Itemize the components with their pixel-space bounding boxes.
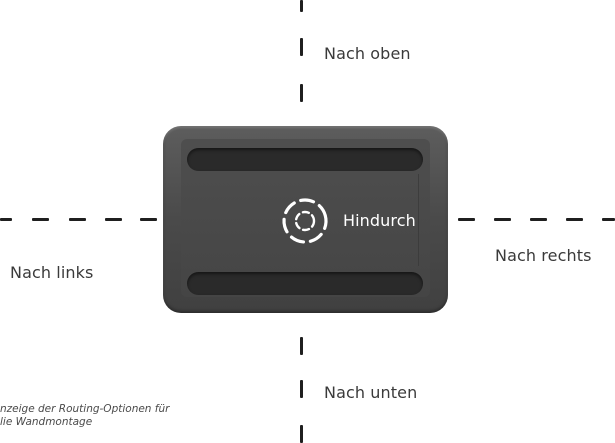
- route-up-dash: [300, 0, 303, 12]
- route-left-dash: [140, 218, 157, 221]
- route-right-dash: [566, 218, 583, 221]
- route-left-dash: [105, 218, 122, 221]
- caption-line-1: nzeige der Routing-Optionen für: [0, 403, 170, 415]
- route-right-dash: [530, 218, 547, 221]
- route-through: Hindurch: [280, 196, 430, 246]
- label-through: Hindurch: [343, 211, 416, 230]
- route-right-dash: [602, 218, 615, 221]
- route-right-dash: [458, 218, 475, 221]
- route-down-dash: [300, 425, 303, 443]
- wall-mount-device: [163, 126, 448, 313]
- label-left: Nach links: [10, 263, 94, 282]
- route-left-dash: [69, 218, 86, 221]
- caption-line-2: lie Wandmontage: [0, 416, 93, 428]
- route-right-dash: [494, 218, 511, 221]
- route-left-dash: [32, 218, 49, 221]
- route-up-dash: [300, 38, 303, 56]
- label-right: Nach rechts: [495, 246, 592, 265]
- route-down-dash: [300, 380, 303, 398]
- route-left-dash: [0, 218, 12, 221]
- dashed-circle-icon: [282, 198, 328, 244]
- route-down-dash: [300, 337, 303, 355]
- label-down: Nach unten: [324, 383, 418, 402]
- device-bottom-slot: [187, 272, 423, 295]
- figure-caption: nzeige der Routing-Optionen für lie Wand…: [0, 403, 260, 429]
- device-top-slot: [187, 148, 423, 171]
- device-side-edge: [418, 174, 419, 266]
- label-up: Nach oben: [324, 44, 411, 63]
- route-up-dash: [300, 84, 303, 102]
